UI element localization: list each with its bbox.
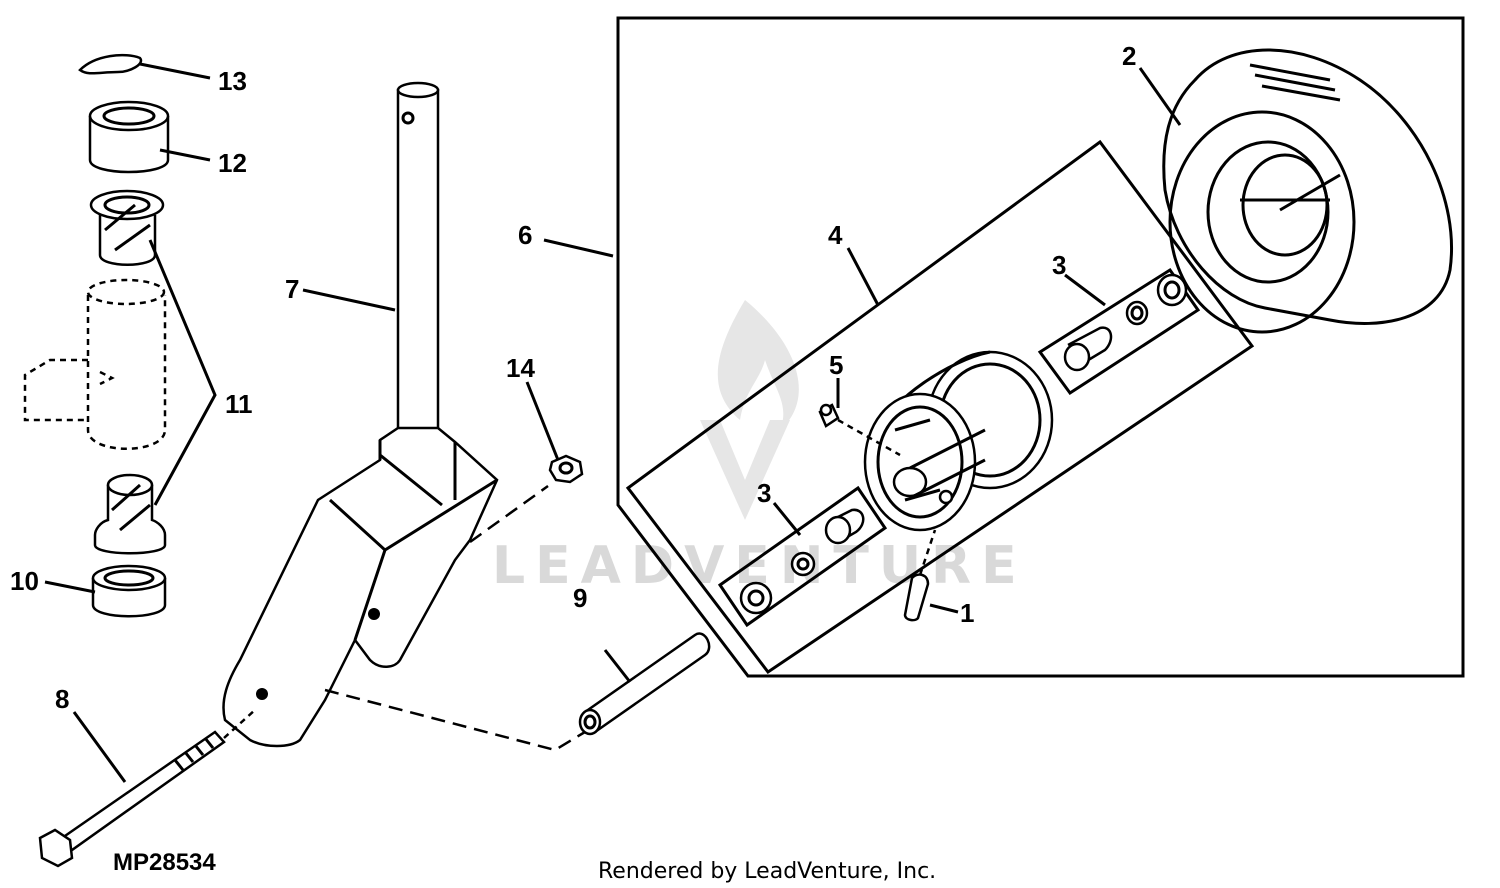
callout-8: 8 xyxy=(55,684,69,714)
drawing-code: MP28534 xyxy=(113,849,216,876)
valve-stem-part-1 xyxy=(903,529,937,622)
callout-14: 14 xyxy=(506,353,535,383)
credit-text: Rendered by LeadVenture, Inc. xyxy=(598,859,936,884)
callout-7: 7 xyxy=(285,274,299,304)
assembly-line-nut xyxy=(469,484,549,544)
nut-part-14 xyxy=(548,454,584,484)
callout-4: 4 xyxy=(828,220,843,250)
callout-12: 12 xyxy=(218,148,247,178)
callout-3-upper: 3 xyxy=(1052,250,1066,280)
bushing-part-12 xyxy=(88,100,170,174)
callout-11: 11 xyxy=(225,389,253,419)
callout-1: 1 xyxy=(960,598,974,628)
grease-fitting-part-5 xyxy=(818,403,901,457)
callouts: 13 12 11 10 8 7 6 14 9 2 4 3 3 5 1 xyxy=(10,41,1136,714)
callout-13: 13 xyxy=(218,66,247,96)
assembly-4-frame xyxy=(625,139,1255,675)
wheel-hub-part-4 xyxy=(863,350,1054,532)
bearing-kit-part-3-lower xyxy=(717,485,888,628)
caster-fork-part-7 xyxy=(222,81,499,748)
watermark: LEADVENTURE xyxy=(492,300,1017,596)
bushing-part-10 xyxy=(91,564,167,618)
callout-6: 6 xyxy=(518,220,532,250)
assembly-line-axle xyxy=(324,688,586,752)
bearing-part-11-lower xyxy=(93,473,167,555)
tire-part-2 xyxy=(1162,48,1453,334)
leader-lines xyxy=(44,62,1182,783)
callout-2: 2 xyxy=(1122,41,1136,71)
bolt-part-8 xyxy=(38,709,256,868)
bearing-kit-part-3-upper xyxy=(1037,267,1201,396)
phantom-housing xyxy=(23,278,167,450)
callout-3-lower: 3 xyxy=(757,478,771,508)
flame-logo-icon xyxy=(717,300,799,430)
cap-part-13 xyxy=(78,53,143,75)
callout-5: 5 xyxy=(829,350,843,380)
axle-part-9 xyxy=(578,632,711,736)
callout-10: 10 xyxy=(10,566,39,596)
v-logo-icon xyxy=(700,420,790,520)
callout-9: 9 xyxy=(573,583,587,613)
bearing-part-11-upper xyxy=(89,189,165,266)
assembly-6-frame xyxy=(616,16,1465,678)
